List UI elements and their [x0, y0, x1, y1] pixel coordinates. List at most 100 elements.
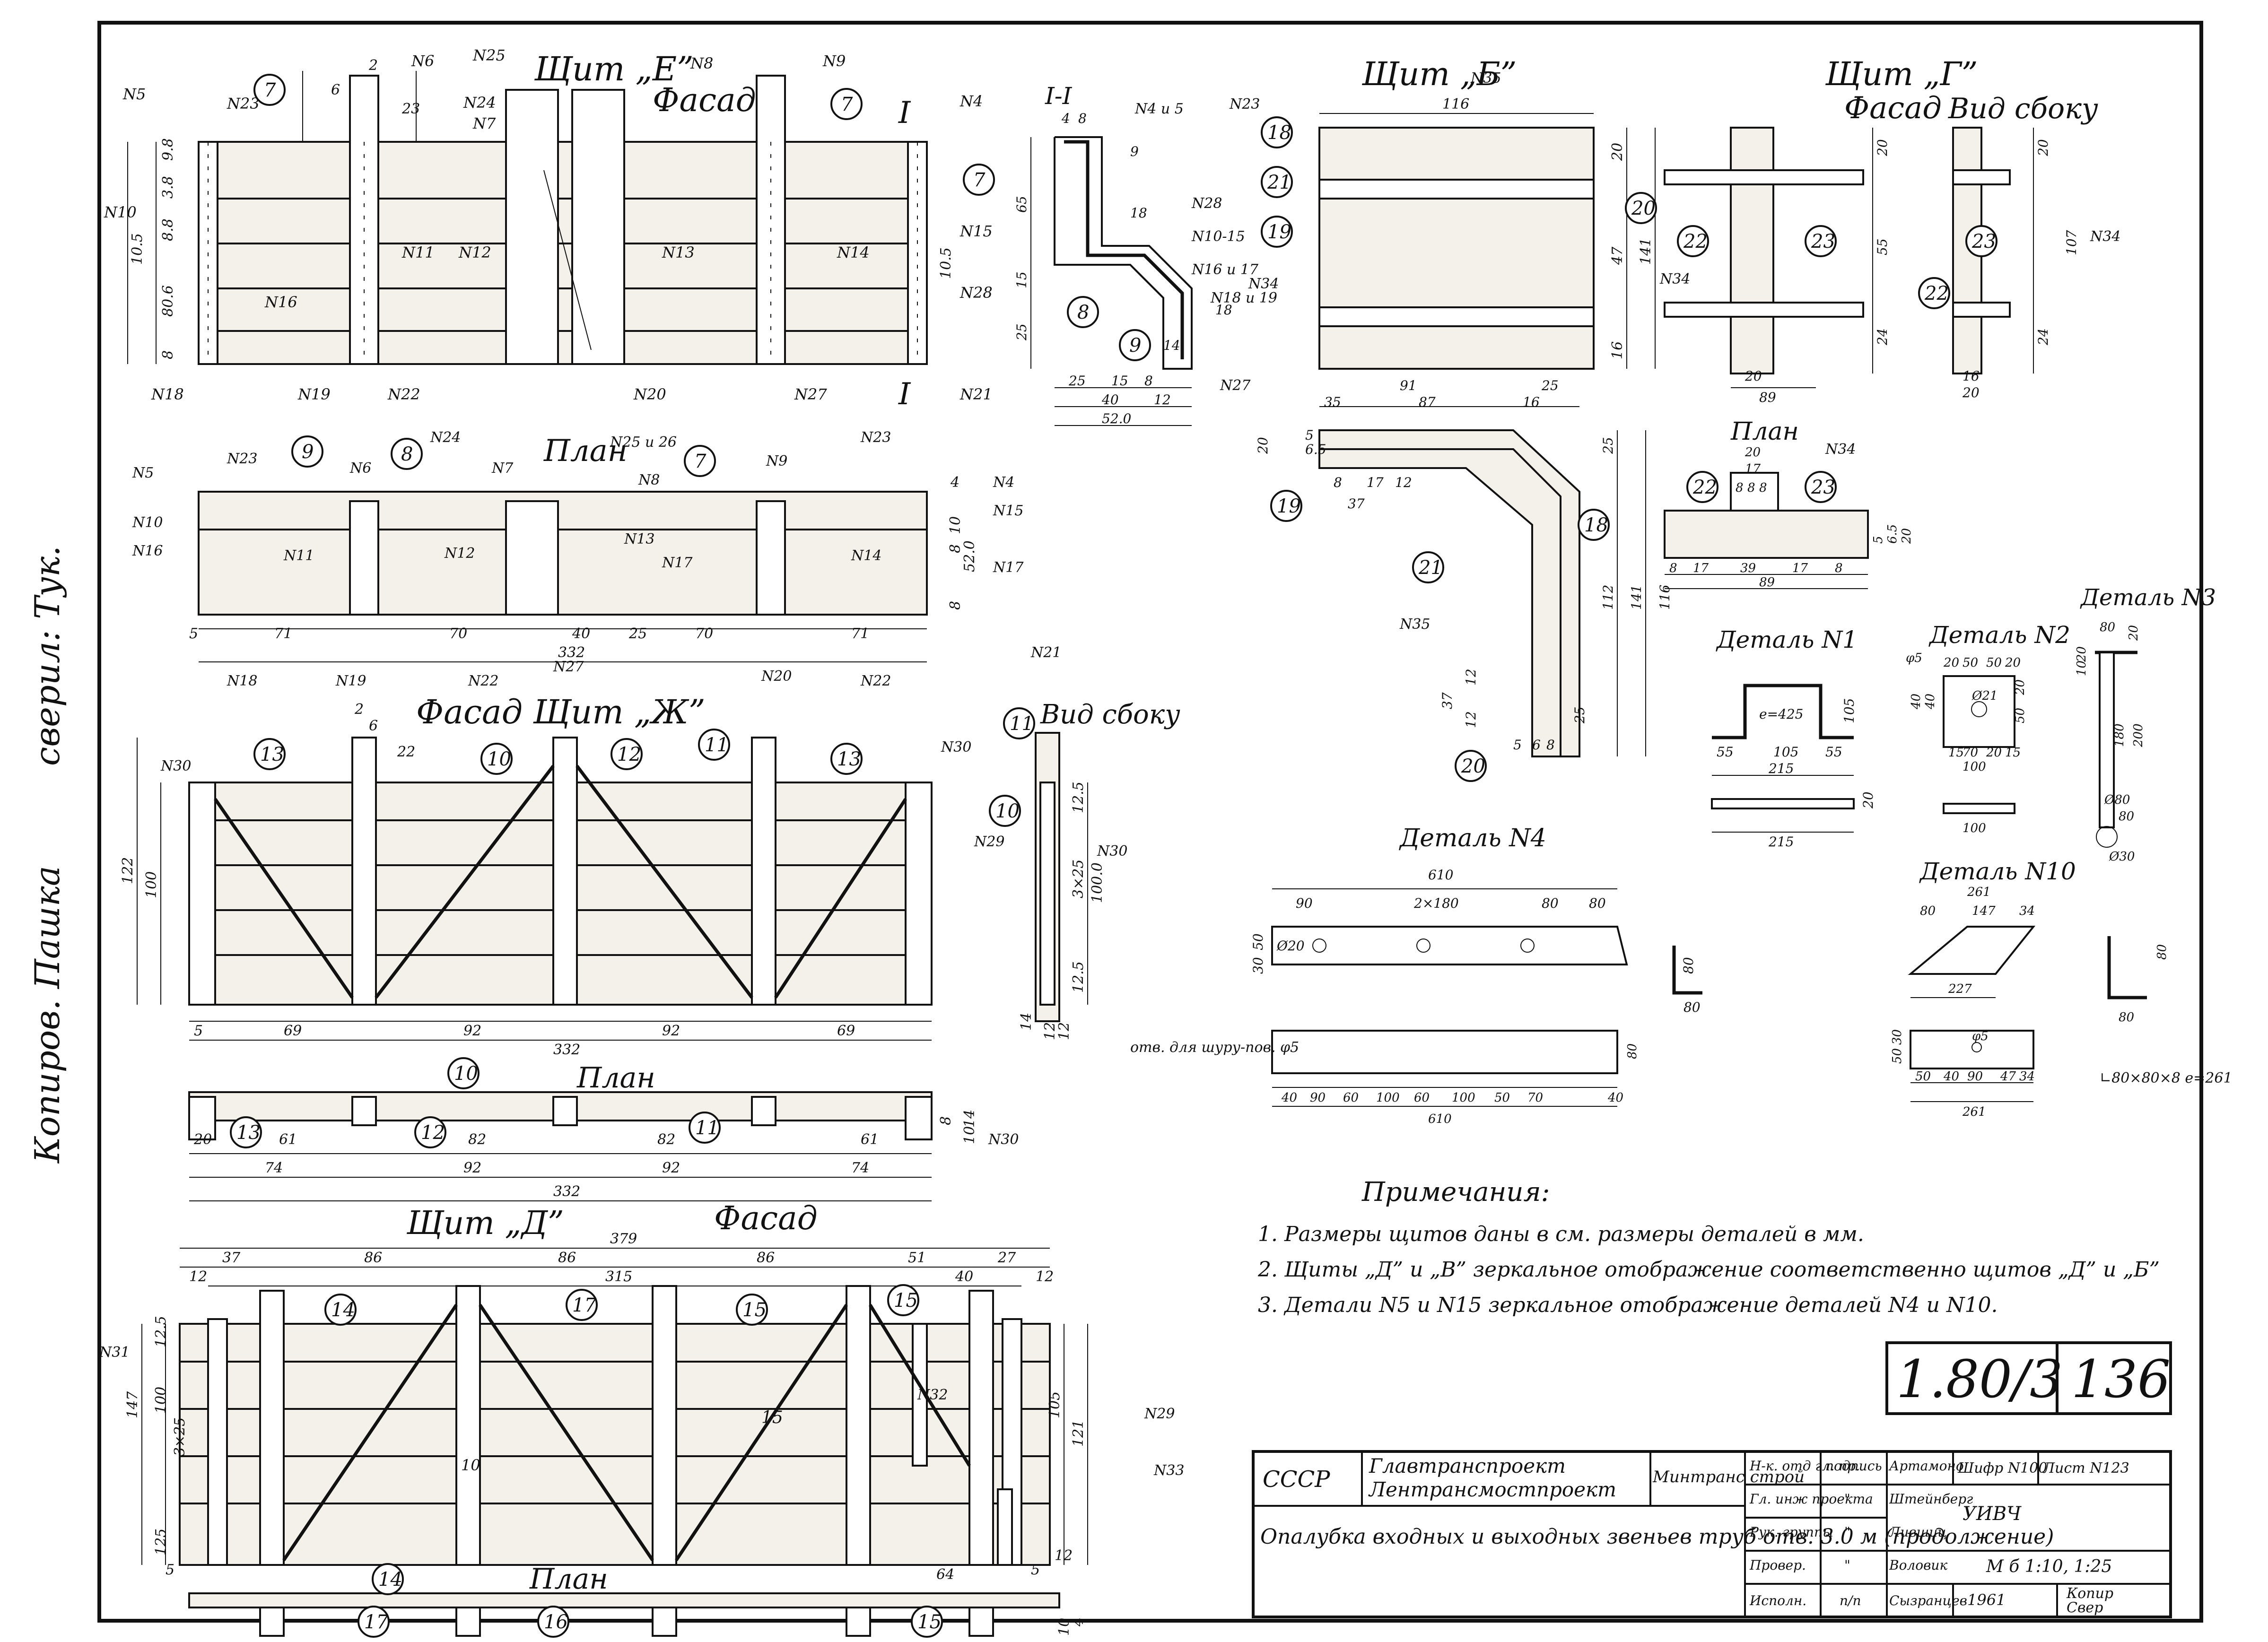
svg-text:60: 60 — [1343, 1091, 1359, 1105]
shield-b-dims: 116 20 47 141 16 — [1442, 96, 1654, 359]
detail-4 — [1271, 888, 1702, 1107]
svg-text:6.5: 6.5 — [1885, 524, 1900, 544]
shield-e-title: Щит „Е” — [534, 50, 694, 88]
svg-text:90: 90 — [1967, 1069, 1983, 1084]
svg-text:80: 80 — [2155, 944, 2169, 960]
svg-text:19: 19 — [1277, 495, 1301, 517]
svg-text:N18 и 19: N18 и 19 — [1210, 290, 1277, 306]
svg-text:40: 40 — [955, 1268, 973, 1285]
svg-text:12: 12 — [1056, 1022, 1073, 1040]
svg-text:40: 40 — [1607, 1091, 1623, 1105]
drawing-number: 1.80/3 — [1896, 1349, 2063, 1409]
detail-10-title: Деталь N10 — [1919, 858, 2076, 885]
shield-d-fasad: Фасад — [714, 1200, 818, 1237]
svg-text:69: 69 — [284, 1023, 302, 1039]
svg-text:N17: N17 — [662, 555, 693, 571]
svg-text:9: 9 — [1129, 335, 1141, 356]
detail-2-title: Деталь N2 — [1928, 621, 2070, 649]
shield-g-side — [1952, 127, 2034, 374]
svg-text:N5: N5 — [122, 85, 146, 103]
svg-text:10: 10 — [461, 1456, 480, 1474]
shield-e-section-marker: I — [898, 96, 911, 130]
svg-text:16: 16 — [544, 1611, 568, 1633]
svg-text:8: 8 — [1334, 475, 1342, 490]
detail-4-bottom-dims: 40 90 60 100 60 100 50 70 40 610 80 — [1281, 1043, 1640, 1126]
svg-text:64: 64 — [936, 1566, 954, 1583]
svg-text:N28: N28 — [1191, 195, 1222, 212]
svg-text:N34: N34 — [2090, 228, 2120, 245]
svg-text:15: 15 — [1014, 271, 1029, 288]
svg-text:61: 61 — [861, 1131, 879, 1148]
svg-text:3.8: 3.8 — [160, 176, 176, 199]
title-block-name-3: Лившиц — [1888, 1524, 1947, 1540]
svg-text:52.0: 52.0 — [961, 540, 978, 572]
shield-e-section-marker-bottom: I — [898, 377, 911, 412]
svg-text:3×25: 3×25 — [172, 1417, 188, 1456]
svg-text:610: 610 — [1428, 867, 1453, 883]
svg-text:15: 15 — [917, 1611, 942, 1633]
title-block-role-2: Гл. инж проекта — [1749, 1491, 1873, 1507]
svg-text:Ø20: Ø20 — [1276, 938, 1305, 954]
detail-4-title: Деталь N4 — [1399, 824, 1546, 852]
svg-text:25: 25 — [1014, 323, 1029, 341]
svg-text:80: 80 — [1681, 957, 1696, 974]
title-block-sign-1: подпись — [1825, 1458, 1882, 1474]
svg-text:18: 18 — [1215, 302, 1232, 318]
svg-text:15: 15 — [1948, 746, 1964, 760]
svg-text:5: 5 — [1513, 737, 1522, 753]
svg-text:15: 15 — [2005, 746, 2021, 760]
svg-text:71: 71 — [851, 626, 869, 642]
detail-1-dims: e=425 105 55 105 55 215 20 215 — [1717, 698, 1876, 850]
svg-text:N34: N34 — [1825, 441, 1856, 458]
svg-text:9: 9 — [1130, 144, 1139, 159]
svg-text:70: 70 — [449, 626, 467, 642]
svg-text:N21: N21 — [1030, 644, 1061, 661]
svg-text:92: 92 — [463, 1160, 481, 1176]
svg-text:N16: N16 — [132, 543, 163, 559]
svg-text:52.0: 52.0 — [1102, 411, 1131, 426]
shield-zh-facade — [137, 737, 933, 1041]
svg-text:4: 4 — [1061, 111, 1070, 126]
svg-text:N17: N17 — [993, 559, 1024, 576]
svg-text:89: 89 — [1759, 575, 1775, 590]
svg-text:N6: N6 — [411, 52, 434, 70]
svg-text:74: 74 — [265, 1160, 283, 1176]
svg-text:N5: N5 — [132, 465, 154, 481]
svg-text:N27: N27 — [553, 659, 584, 675]
svg-text:100: 100 — [143, 871, 160, 898]
svg-text:8: 8 — [1736, 481, 1744, 495]
svg-text:11: 11 — [1010, 713, 1034, 735]
svg-text:80: 80 — [1684, 999, 1701, 1015]
svg-text:13: 13 — [236, 1122, 261, 1144]
svg-text:N23: N23 — [860, 429, 891, 446]
svg-text:40: 40 — [572, 626, 590, 642]
svg-text:φ5: φ5 — [1972, 1029, 1989, 1043]
shield-zh-title: Фасад Щит „Ж” — [416, 693, 706, 731]
detail-4-hole-note: отв. для шуру-пов. φ5 — [1130, 1039, 1299, 1056]
svg-text:5: 5 — [189, 626, 198, 642]
svg-text:86: 86 — [757, 1250, 775, 1266]
svg-text:10: 10 — [487, 748, 511, 770]
svg-text:20: 20 — [1609, 143, 1626, 161]
svg-text:8: 8 — [401, 443, 413, 465]
svg-text:5: 5 — [194, 1023, 203, 1039]
svg-text:12: 12 — [1463, 669, 1479, 686]
svg-text:12: 12 — [1395, 475, 1412, 490]
svg-text:215: 215 — [1768, 834, 1794, 850]
plan-d-dims: 10 4 — [1056, 1617, 1087, 1636]
svg-text:N30: N30 — [941, 739, 971, 756]
svg-text:91: 91 — [1400, 378, 1417, 393]
notes-heading: Примечания: — [1361, 1177, 1550, 1208]
svg-text:332: 332 — [558, 644, 585, 661]
title-block-org2: Лентрансмостпроект — [1368, 1478, 1616, 1501]
svg-text:10: 10 — [961, 1126, 978, 1144]
title-block-kopir-label: Копир — [2066, 1585, 2113, 1602]
svg-text:8: 8 — [947, 544, 964, 553]
svg-text:N35: N35 — [1399, 616, 1430, 633]
svg-text:147: 147 — [1972, 904, 1996, 918]
svg-text:N13: N13 — [624, 531, 654, 547]
svg-text:69: 69 — [837, 1023, 855, 1039]
svg-text:N11: N11 — [401, 243, 435, 261]
sheet-border — [97, 21, 2203, 1623]
shield-zh-labels: N30 N30 N29 N30 — [160, 739, 1127, 860]
